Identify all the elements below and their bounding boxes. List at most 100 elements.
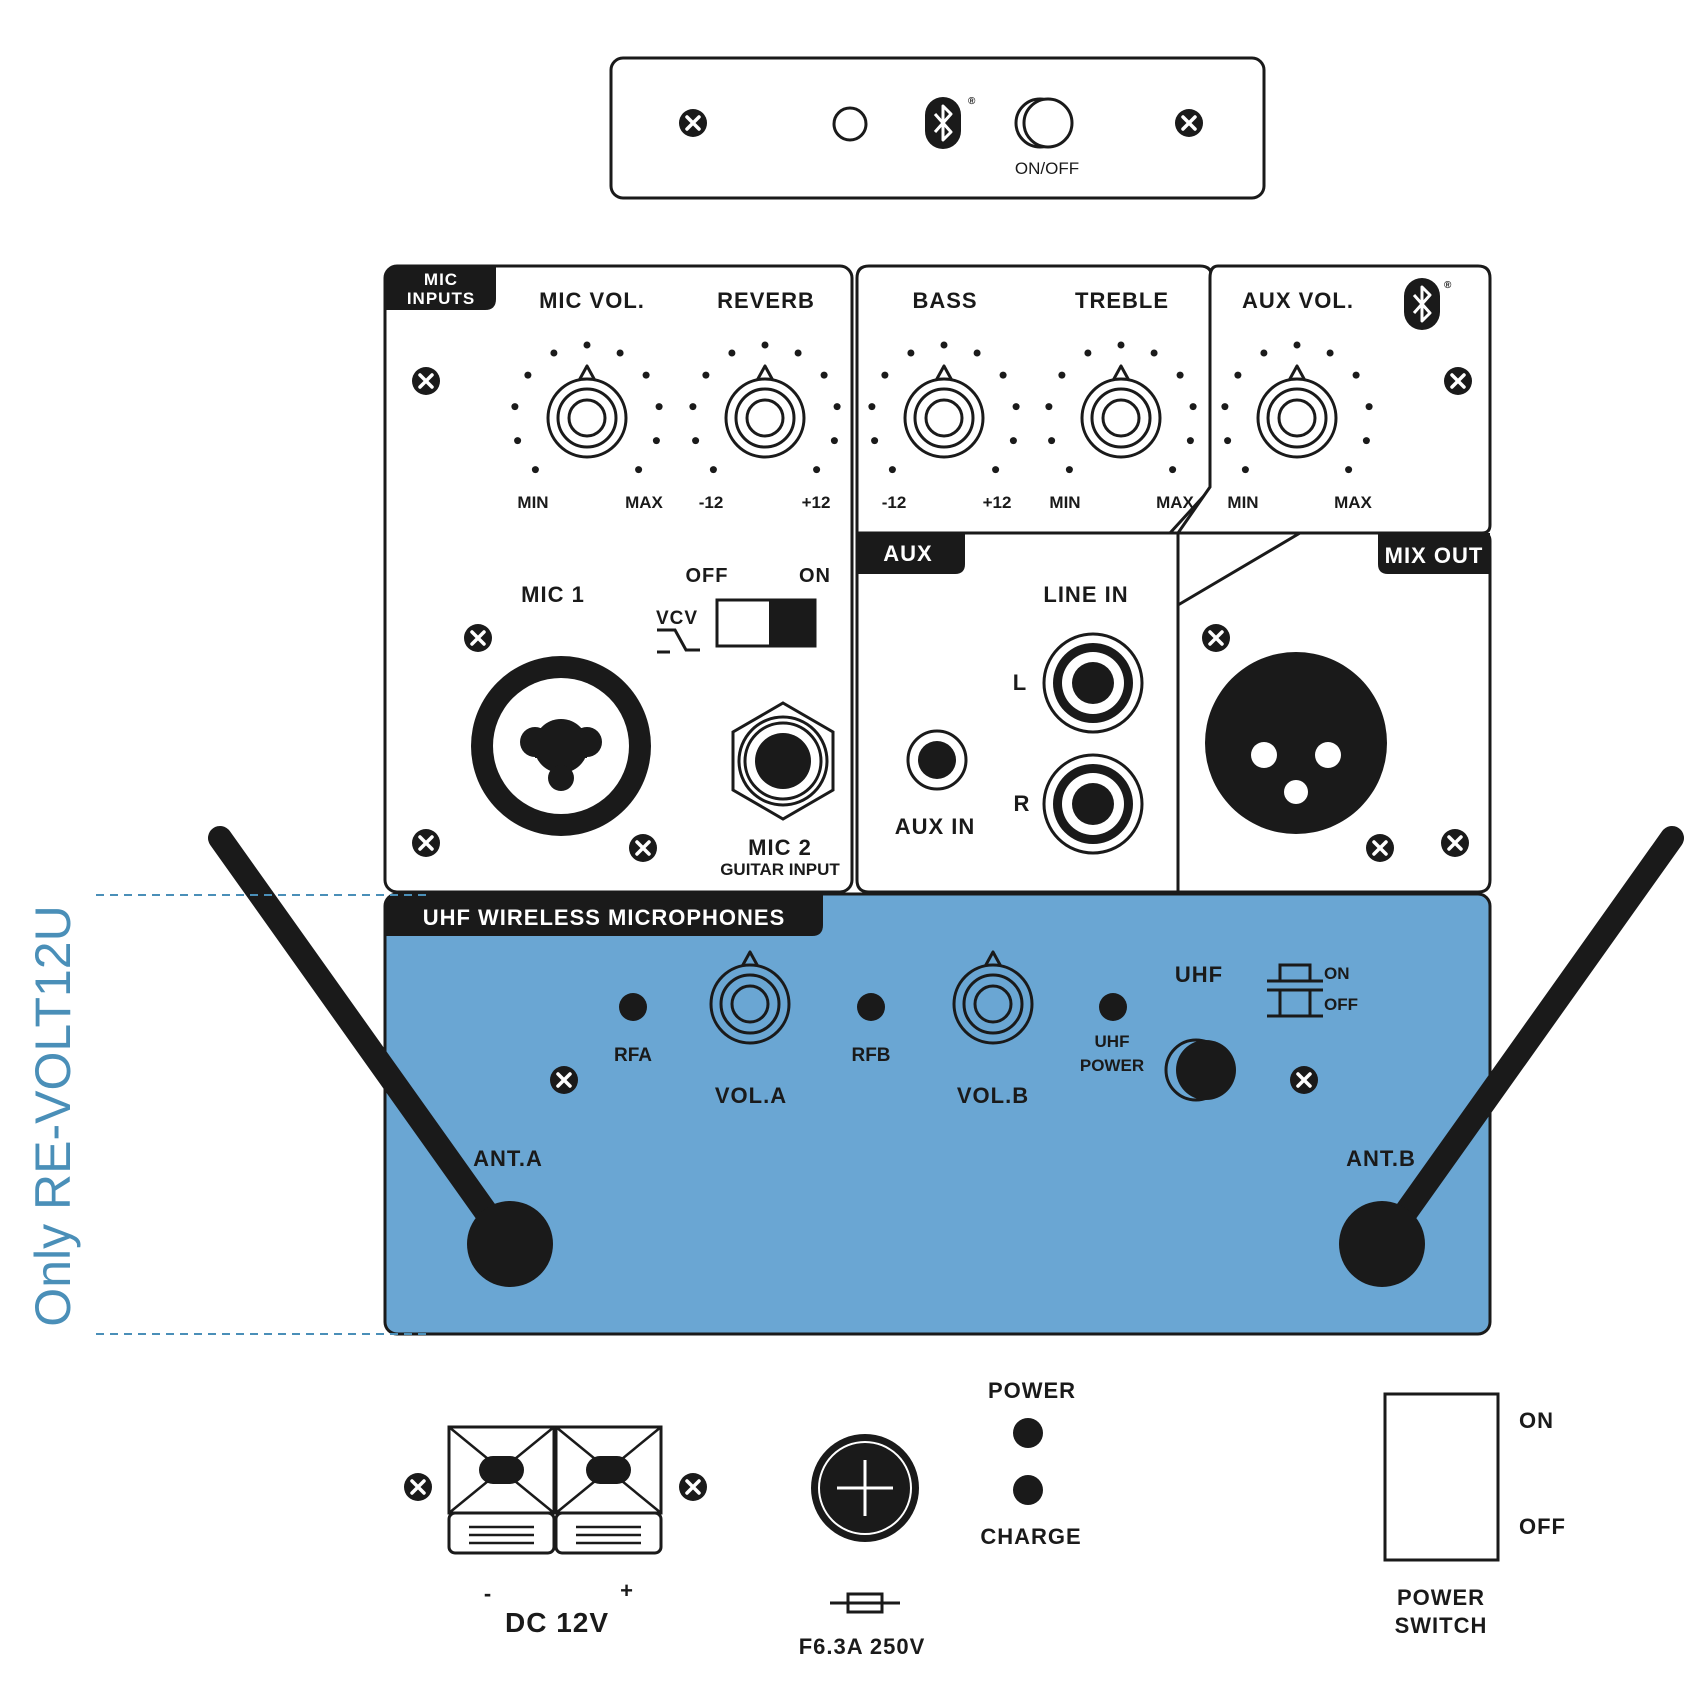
scale-dot <box>550 349 558 357</box>
antenna-b[interactable] <box>1339 826 1684 1287</box>
vcv-slide-switch[interactable] <box>715 598 817 648</box>
reverb-scale <box>689 341 841 474</box>
mic-vol-scale <box>511 341 663 474</box>
aux-in-jack[interactable] <box>906 729 968 791</box>
scale-dot <box>1186 437 1194 445</box>
power-switch-off-label: OFF <box>1519 1514 1566 1539</box>
screw-icon <box>1439 827 1471 859</box>
mix-out-tag <box>1378 533 1490 574</box>
scale-dot <box>1260 349 1268 357</box>
scale-dot <box>868 403 876 411</box>
screw-icon <box>677 107 709 139</box>
scale-dot <box>881 371 889 379</box>
uhf-power-button[interactable] <box>1164 1038 1236 1102</box>
scale-dot <box>1345 466 1353 474</box>
mic1-label: MIC 1 <box>521 582 585 607</box>
line-in-left-rca-jack[interactable] <box>1042 632 1144 734</box>
scale-dot <box>871 437 879 445</box>
rfb-indicator-led <box>857 993 885 1021</box>
button-on-state-icon <box>1267 963 1323 983</box>
dc-plus-label: + <box>620 1578 634 1603</box>
reverb-label: REVERB <box>717 288 815 313</box>
bluetooth-registered-mark: ® <box>1444 280 1452 291</box>
scale-dot <box>940 341 948 349</box>
dc-terminal-positive[interactable] <box>554 1425 663 1555</box>
uhf-panel-frame <box>383 892 1492 1336</box>
dc-minus-label: - <box>484 1581 492 1606</box>
bass-scale <box>868 341 1020 474</box>
uhf-off-label: OFF <box>1324 995 1358 1014</box>
reverb-max-label: +12 <box>802 493 831 512</box>
scale-dot <box>702 371 710 379</box>
screw-icon <box>402 1471 434 1503</box>
power-switch-label-line2: SWITCH <box>1395 1613 1488 1638</box>
aux-tag-label: AUX <box>883 541 932 566</box>
model-note-text: Only RE-VOLT12U <box>25 905 81 1326</box>
scale-dot <box>1189 403 1197 411</box>
scale-dot <box>635 466 643 474</box>
scale-dot <box>1234 371 1242 379</box>
scale-dot <box>888 466 896 474</box>
mix-out-xlr-jack[interactable] <box>1205 652 1387 834</box>
treble-max-label: MAX <box>1156 493 1194 512</box>
scale-dot <box>794 349 802 357</box>
fuse-symbol-icon <box>830 1592 900 1614</box>
power-indicator-led <box>1013 1418 1043 1448</box>
bluetooth-indicator-led <box>832 106 868 142</box>
uhf-power-label-line2: POWER <box>1080 1056 1144 1075</box>
vcv-label: VCV <box>656 608 698 629</box>
scale-dot <box>1241 466 1249 474</box>
aux-tag <box>857 533 965 574</box>
aux-vol-min-label: MIN <box>1227 493 1258 512</box>
power-led-section: POWER CHARGE <box>980 1378 1080 1549</box>
screw-icon <box>410 827 442 859</box>
aux-in-label: AUX IN <box>895 814 976 839</box>
fuse-holder[interactable] <box>811 1434 919 1542</box>
scale-dot <box>1293 341 1301 349</box>
screw-icon <box>627 832 659 864</box>
mic1-combo-jack[interactable] <box>471 656 651 836</box>
scale-dot <box>1176 371 1184 379</box>
eq-panel: BASS -12 +12 TREBLE MIN MAX <box>855 264 1214 535</box>
mix-out-panel: MIX OUT <box>1176 531 1492 894</box>
scale-dot <box>1058 371 1066 379</box>
scale-dot <box>1045 403 1053 411</box>
mix-out-tag-label: MIX OUT <box>1385 543 1484 568</box>
uhf-power-label-line1: UHF <box>1095 1032 1130 1051</box>
screw-icon <box>1364 832 1396 864</box>
bass-label: BASS <box>912 288 977 313</box>
vcv-symbol-icon <box>657 628 700 652</box>
antenna-a[interactable] <box>208 826 553 1287</box>
mic-vol-max-label: MAX <box>625 493 663 512</box>
scale-dot <box>709 466 717 474</box>
dc-terminal-negative[interactable] <box>447 1425 556 1555</box>
scale-dot <box>642 371 650 379</box>
mic2-label: MIC 2 <box>748 835 812 860</box>
bass-min-label: -12 <box>882 493 907 512</box>
scale-dot <box>583 341 591 349</box>
scale-dot <box>992 466 1000 474</box>
uhf-tag-label: UHF WIRELESS MICROPHONES <box>423 905 786 930</box>
screw-icon <box>1442 365 1474 397</box>
line-in-right-rca-jack[interactable] <box>1042 753 1144 855</box>
uhf-on-label: ON <box>1324 964 1350 983</box>
ant-b-label: ANT.B <box>1346 1146 1416 1171</box>
scale-dot <box>820 371 828 379</box>
power-switch-label-line1: POWER <box>1397 1585 1485 1610</box>
bluetooth-icon <box>923 95 963 151</box>
scale-dot <box>524 371 532 379</box>
mic-vol-min-label: MIN <box>517 493 548 512</box>
scale-dot <box>1352 371 1360 379</box>
aux-panel: AUX LINE IN L R AUX IN <box>855 531 1180 894</box>
scale-dot <box>907 349 915 357</box>
mic2-guitar-jack[interactable] <box>731 701 835 821</box>
scale-dot <box>830 437 838 445</box>
vcv-off-label: OFF <box>686 565 729 587</box>
power-rocker-switch[interactable] <box>1383 1392 1500 1562</box>
reverb-min-label: -12 <box>699 493 724 512</box>
bluetooth-onoff-button[interactable] <box>1014 97 1074 149</box>
scale-dot <box>655 403 663 411</box>
aux-vol-panel: AUX VOL. ® MIN MAX <box>1175 264 1492 535</box>
screw-icon <box>1173 107 1205 139</box>
screw-icon <box>1288 1064 1320 1096</box>
